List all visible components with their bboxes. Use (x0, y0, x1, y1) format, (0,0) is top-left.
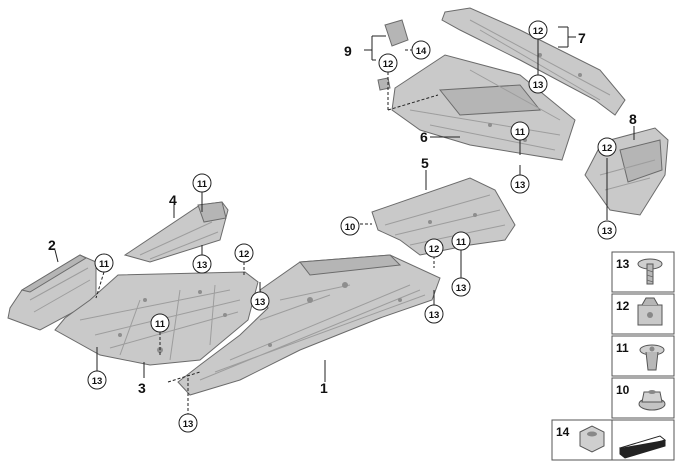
callout-12: 12 (234, 243, 254, 263)
legend-row-12: 12 (611, 293, 675, 335)
callout-label: 13 (197, 260, 208, 271)
reference-arrow-box (611, 419, 675, 461)
callout-label: 11 (155, 319, 166, 330)
part-1-floor-panel (177, 254, 441, 396)
part-number-5: 5 (421, 155, 429, 171)
part-4-strip (123, 201, 229, 263)
callout-label: 12 (429, 244, 440, 255)
part-number-6: 6 (420, 129, 428, 145)
callout-14: 14 (411, 40, 431, 60)
part-6-rear-panel (391, 54, 576, 161)
callout-label: 13 (183, 419, 194, 430)
callout-label: 11 (456, 237, 467, 248)
callout-13: 13 (192, 254, 212, 274)
callout-12: 12 (597, 137, 617, 157)
part-number-3: 3 (138, 380, 146, 396)
callout-13: 13 (528, 74, 548, 94)
legend-row-10: 10 (611, 377, 675, 419)
callout-13: 13 (178, 413, 198, 433)
callout-label: 11 (99, 259, 110, 270)
flange-nut-icon (638, 390, 666, 411)
callout-11: 11 (192, 173, 212, 193)
legend-label: 14 (556, 425, 570, 439)
callout-13: 13 (510, 174, 530, 194)
callout-11: 11 (510, 121, 530, 141)
callout-12: 12 (528, 20, 548, 40)
callout-10: 10 (340, 216, 360, 236)
callout-13: 13 (451, 277, 471, 297)
callout-11: 11 (150, 313, 170, 333)
legend-label: 10 (616, 383, 630, 397)
callout-circles: 11 13 11 13 11 12 13 13 10 12 11 13 13 1… (87, 20, 617, 433)
callout-label: 13 (533, 80, 544, 91)
legend-label: 13 (616, 257, 630, 271)
callout-12: 12 (378, 53, 398, 73)
callout-11: 11 (94, 253, 114, 273)
callout-13: 13 (250, 291, 270, 311)
callout-label: 12 (533, 26, 544, 37)
callout-label: 13 (255, 297, 266, 308)
callout-label: 13 (92, 376, 103, 387)
fastener-legend: 13 12 11 (551, 251, 675, 461)
callout-12: 12 (424, 238, 444, 258)
callout-label: 13 (602, 226, 613, 237)
callout-13: 13 (87, 370, 107, 390)
legend-row-13: 13 (611, 251, 675, 293)
callout-label: 12 (383, 59, 394, 70)
screw-icon (637, 258, 663, 285)
hex-nut-icon (579, 425, 605, 453)
part-number-2: 2 (48, 237, 56, 253)
callout-label: 11 (515, 127, 526, 138)
callout-label: 13 (456, 283, 467, 294)
arrow-icon (618, 435, 667, 459)
callout-11: 11 (451, 231, 471, 251)
part-5-panel (371, 177, 516, 256)
part-number-8: 8 (629, 111, 637, 127)
part-number-7: 7 (578, 30, 586, 46)
callout-label: 14 (416, 46, 427, 57)
legend-label: 12 (616, 299, 630, 313)
callout-13: 13 (597, 220, 617, 240)
callout-label: 13 (515, 180, 526, 191)
callout-label: 10 (345, 222, 356, 233)
part-9-bracket (377, 19, 409, 91)
callout-13: 13 (424, 304, 444, 324)
callout-label: 12 (602, 143, 613, 154)
part-number-9: 9 (344, 43, 352, 59)
callout-label: 13 (429, 310, 440, 321)
leader-lines (54, 26, 635, 414)
part-7-strip (441, 7, 626, 116)
clip-nut-icon (637, 297, 663, 326)
legend-row-14: 14 (551, 419, 613, 461)
legend-row-11: 11 (611, 335, 675, 377)
callout-label: 11 (197, 179, 208, 190)
callout-label: 12 (239, 249, 250, 260)
part-number-1: 1 (320, 380, 328, 396)
expansion-rivet-icon (639, 344, 665, 371)
part-number-4: 4 (169, 192, 177, 208)
legend-label: 11 (616, 341, 629, 355)
part-numbers: 4 2 3 1 5 6 7 8 9 (48, 30, 637, 396)
part-8-cover (584, 127, 669, 216)
